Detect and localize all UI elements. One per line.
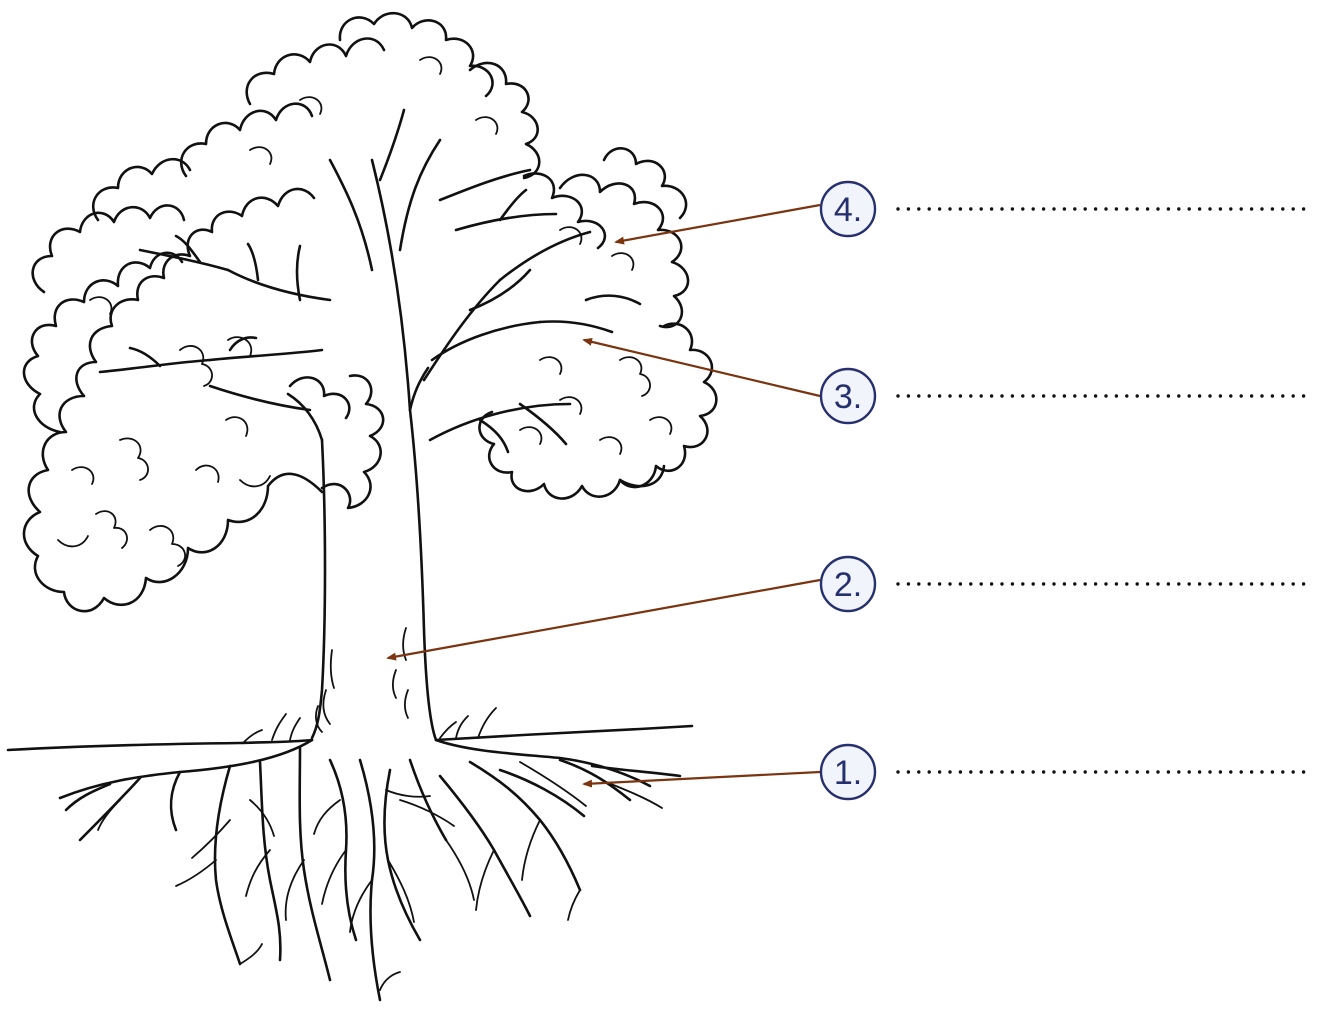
label-4: 4. (819, 180, 1312, 238)
leaf-detail-icon (57, 56, 673, 567)
label-badge (819, 555, 877, 613)
roots-icon (58, 738, 682, 1002)
leader-arrow-4 (614, 203, 821, 245)
label-3: 3. (819, 367, 1312, 425)
branch-icon (98, 108, 642, 454)
leader-arrow-1 (582, 770, 821, 788)
label-1: 1. (819, 743, 1312, 801)
label-badge (819, 180, 877, 238)
label-2: 2. (819, 555, 1312, 613)
label-badge (819, 743, 877, 801)
label-number: 2. (834, 566, 862, 604)
tree-drawing-icon (6, 11, 718, 1002)
leader-arrow-2 (386, 578, 821, 661)
label-number: 4. (834, 191, 862, 229)
label-number: 1. (834, 754, 862, 792)
trunk-icon (286, 366, 438, 742)
label-badge (819, 367, 877, 425)
leader-lines (386, 203, 821, 788)
tree-crown-icon (22, 11, 718, 613)
leader-arrow-3 (582, 337, 821, 398)
label-number: 3. (834, 378, 862, 416)
ground-line-icon (6, 707, 694, 752)
